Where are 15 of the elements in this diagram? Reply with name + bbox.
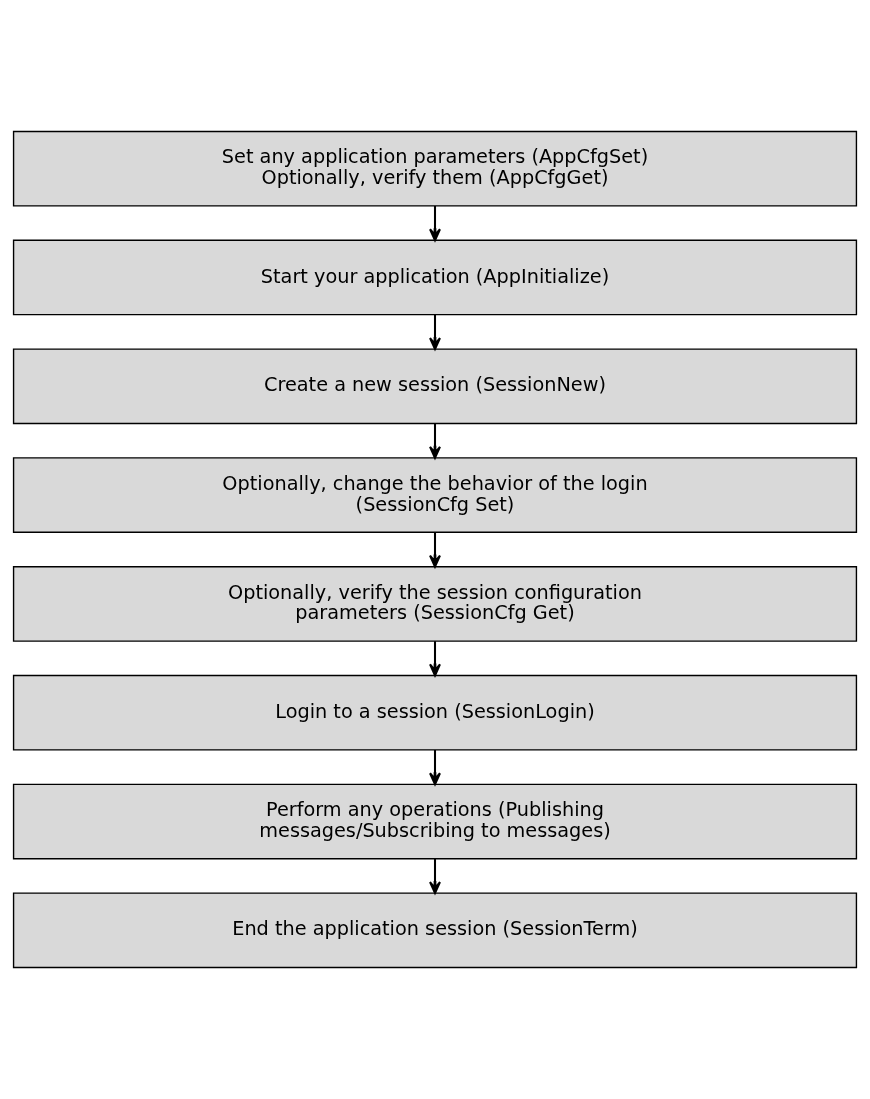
node-box: Login to a session (SessionLogin) xyxy=(12,674,858,751)
node-box: Create a new session (SessionNew) xyxy=(12,348,858,425)
arrow xyxy=(429,750,441,786)
arrow xyxy=(429,858,441,895)
node-box: End the application session (SessionTerm) xyxy=(12,892,858,969)
node-box: Start your application (AppInitialize) xyxy=(12,239,858,316)
node-box: Set any application parameters (AppCfgSet) Optionally, verify them (AppCfgGet) xyxy=(12,130,858,207)
node-box: Optionally, verify the session configuration parameters (SessionCfg Get) xyxy=(12,566,858,642)
arrow xyxy=(429,532,441,568)
arrow xyxy=(429,314,441,351)
arrow xyxy=(429,641,441,677)
arrow xyxy=(429,206,441,242)
node-box: Perform any operations (Publishing messages/Subscribing to messages) xyxy=(12,783,858,860)
node-box: Optionally, change the behavior of the login (SessionCfg Set) xyxy=(12,457,858,533)
arrow xyxy=(429,423,441,459)
